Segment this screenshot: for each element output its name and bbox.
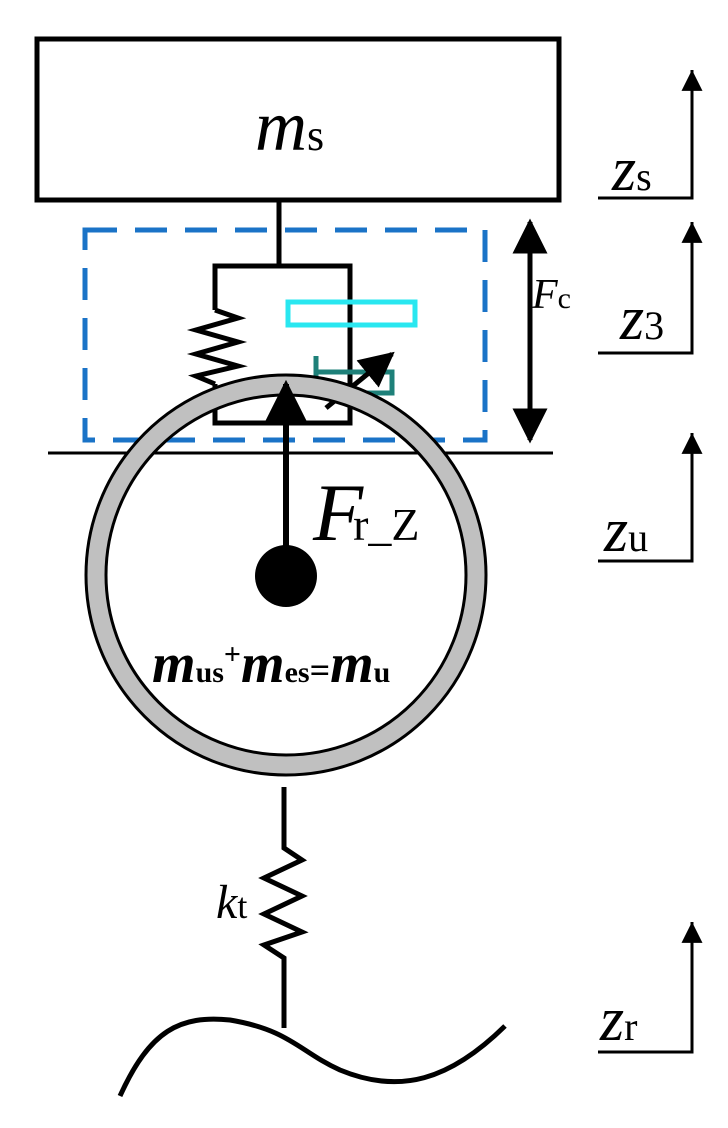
zs-indicator: zs xyxy=(598,69,703,204)
road-force-label: Fr_Z xyxy=(312,467,420,558)
tire-stiffness-label: kt xyxy=(216,876,247,929)
wheel-hub xyxy=(255,545,317,607)
zu-indicator: zu xyxy=(598,432,703,565)
actuator-bar xyxy=(285,299,418,328)
tire-spring xyxy=(258,787,309,1028)
svg-text:zs: zs xyxy=(611,136,652,204)
sprung-mass-label: ms xyxy=(255,86,324,166)
suspension-spring xyxy=(186,307,248,387)
svg-text:zr: zr xyxy=(599,986,637,1054)
tire-outer-edge xyxy=(84,373,488,777)
svg-text:zu: zu xyxy=(603,497,648,565)
sprung-mass-block xyxy=(34,36,562,203)
svg-text:z3: z3 xyxy=(619,285,664,353)
road-profile xyxy=(117,1016,507,1098)
z3-indicator: z3 xyxy=(598,221,703,355)
fc-label: Fc xyxy=(531,272,571,318)
suspension-frame xyxy=(212,263,353,426)
zr-indicator: zr xyxy=(598,921,703,1054)
mass-equation: mus+mes=mu xyxy=(152,633,390,695)
